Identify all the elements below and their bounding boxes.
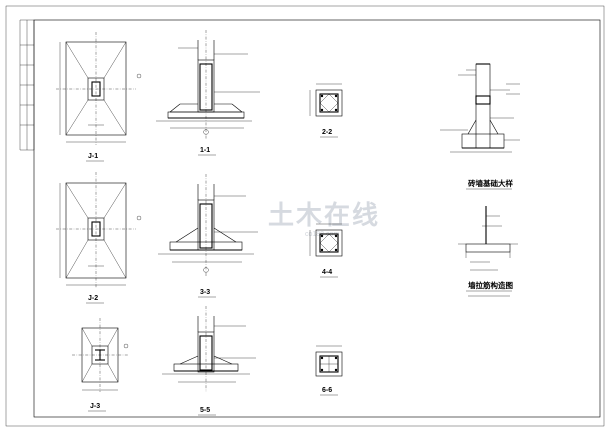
brick-wall-foundation-detail bbox=[440, 63, 520, 153]
caption-section-5-5: 5-5 bbox=[200, 407, 210, 414]
left-title-strip bbox=[19, 19, 35, 151]
outer-frame bbox=[5, 5, 605, 427]
footing-section-1-1 bbox=[156, 30, 260, 140]
caption-section-3-3: 3-3 bbox=[200, 289, 210, 296]
wall-tie-title: 墙拉筋构造图 bbox=[468, 280, 513, 290]
caption-col-2-2: 2-2 bbox=[322, 129, 332, 136]
wall-tie-detail bbox=[458, 206, 518, 271]
brick-wall-title: 砖墙基础大样 bbox=[468, 178, 513, 188]
footing-section-5-5 bbox=[162, 306, 256, 392]
caption-plan-j3: J-3 bbox=[90, 403, 100, 410]
column-section-6-6 bbox=[315, 345, 343, 377]
footing-section-3-3 bbox=[158, 174, 258, 276]
caption-plan-j1: J-1 bbox=[88, 153, 98, 160]
caption-underlines bbox=[86, 136, 338, 416]
column-section-2-2 bbox=[309, 83, 343, 117]
caption-plan-j2: J-2 bbox=[88, 295, 98, 302]
footing-plan-j3 bbox=[72, 318, 129, 392]
watermark-text: 土木在线 bbox=[268, 200, 380, 230]
watermark: 土木在线 co188.com bbox=[268, 200, 380, 238]
inner-frame bbox=[33, 19, 601, 418]
footing-plan-j2 bbox=[56, 172, 142, 288]
caption-col-6-6: 6-6 bbox=[322, 387, 332, 394]
footing-plan-j1 bbox=[56, 32, 142, 145]
caption-col-4-4: 4-4 bbox=[322, 269, 332, 276]
caption-section-1-1: 1-1 bbox=[200, 147, 210, 154]
column-section-4-4 bbox=[309, 223, 343, 257]
